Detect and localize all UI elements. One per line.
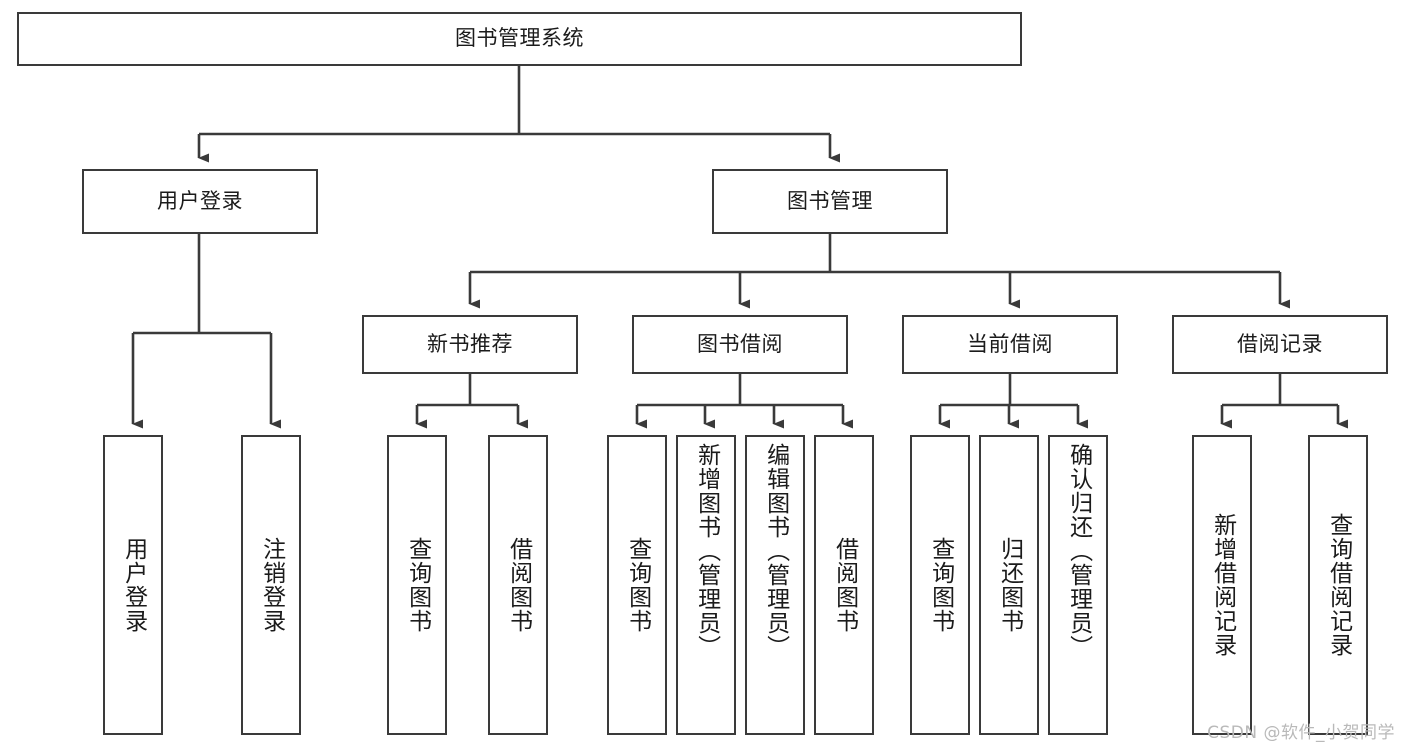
node-label: 确认归还（管理员） <box>1065 443 1092 659</box>
leaf-book-borrow-add-book-admin[interactable]: 新增图书（管理员） <box>676 435 736 735</box>
node-borrow-records[interactable]: 借阅记录 <box>1172 315 1388 374</box>
leaf-borrow-records-query-record[interactable]: 查询借阅记录 <box>1308 435 1368 735</box>
node-user-login[interactable]: 用户登录 <box>82 169 318 234</box>
node-label: 借阅图书 <box>831 537 858 633</box>
node-new-book-recommend[interactable]: 新书推荐 <box>362 315 578 374</box>
leaf-current-borrow-confirm-return-admin[interactable]: 确认归还（管理员） <box>1048 435 1108 735</box>
node-label: 查询图书 <box>404 537 431 633</box>
node-current-borrow[interactable]: 当前借阅 <box>902 315 1118 374</box>
node-book-management[interactable]: 图书管理 <box>712 169 948 234</box>
node-label: 图书管理系统 <box>455 26 584 51</box>
csdn-watermark: CSDN @软件_小贺同学 <box>1207 723 1395 743</box>
leaf-book-borrow-borrow-book[interactable]: 借阅图书 <box>814 435 874 735</box>
node-label: 图书管理 <box>787 188 873 213</box>
node-label: 当前借阅 <box>967 331 1053 356</box>
node-book-borrow[interactable]: 图书借阅 <box>632 315 848 374</box>
leaf-new-book-borrow-book[interactable]: 借阅图书 <box>488 435 548 735</box>
leaf-current-borrow-query-book[interactable]: 查询图书 <box>910 435 970 735</box>
node-label: 图书借阅 <box>697 331 783 356</box>
node-label: 查询借阅记录 <box>1325 513 1352 657</box>
node-label: 注销登录 <box>258 537 285 633</box>
leaf-user-login-logout[interactable]: 注销登录 <box>241 435 301 735</box>
node-label: 新增图书（管理员） <box>693 443 720 659</box>
leaf-book-borrow-query-book[interactable]: 查询图书 <box>607 435 667 735</box>
leaf-current-borrow-return-book[interactable]: 归还图书 <box>979 435 1039 735</box>
leaf-user-login-login[interactable]: 用户登录 <box>103 435 163 735</box>
node-label: 新书推荐 <box>427 331 513 356</box>
node-label: 新增借阅记录 <box>1209 513 1236 657</box>
node-root-book-management-system[interactable]: 图书管理系统 <box>17 12 1022 66</box>
leaf-borrow-records-add-record[interactable]: 新增借阅记录 <box>1192 435 1252 735</box>
leaf-new-book-query-book[interactable]: 查询图书 <box>387 435 447 735</box>
node-label: 查询图书 <box>624 537 651 633</box>
node-label: 借阅图书 <box>505 537 532 633</box>
node-label: 编辑图书（管理员） <box>762 443 789 659</box>
node-label: 归还图书 <box>996 537 1023 633</box>
node-label: 用户登录 <box>120 537 147 633</box>
node-label: 借阅记录 <box>1237 331 1323 356</box>
node-label: 查询图书 <box>927 537 954 633</box>
node-label: 用户登录 <box>157 188 243 213</box>
leaf-book-borrow-edit-book-admin[interactable]: 编辑图书（管理员） <box>745 435 805 735</box>
